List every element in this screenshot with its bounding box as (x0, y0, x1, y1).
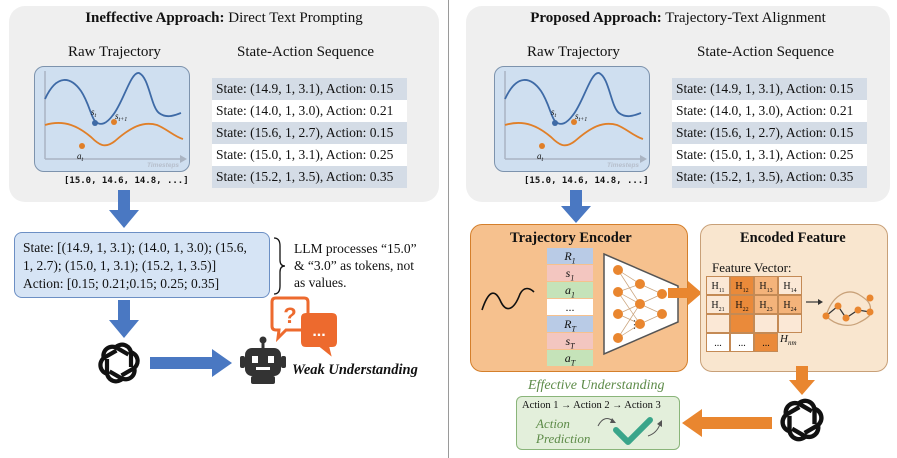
right-action-curve (504, 122, 644, 147)
left-seq-row: State: (14.0, 1, 3.0), Action: 0.21 (212, 100, 407, 122)
left-label-st1: st+1 (115, 111, 127, 123)
right-title: Proposed Approach: Trajectory-Text Align… (530, 10, 826, 26)
left-seq-row: State: (15.2, 1, 3.5), Action: 0.35 (212, 166, 407, 188)
action-chain: Action 1 → Action 2 → Action 3 (522, 400, 661, 411)
fv-cell: H23 (754, 295, 778, 314)
feature-down-arrow (789, 366, 815, 395)
trajectory-encoder-title: Trajectory Encoder (510, 230, 632, 246)
svg-text:Timesteps: Timesteps (607, 162, 639, 169)
fv-cell (730, 314, 754, 333)
fv-cell (706, 314, 730, 333)
right-state-action-label: State-Action Sequence (697, 44, 835, 60)
right-state-curve (504, 72, 642, 125)
fv-cell: ... (730, 333, 754, 352)
question-bubble-icon: ? ... (270, 296, 337, 357)
right-raw-trajectory-label: Raw Trajectory (527, 44, 620, 60)
left-state-curve (44, 72, 182, 125)
right-seq-row: State: (15.6, 1, 2.7), Action: 0.15 (672, 122, 867, 144)
weak-understanding-label: Weak Understanding (292, 362, 418, 378)
right-trajectory-plot: st st+1 at Timesteps (504, 71, 647, 169)
token-ellipsis: ... (547, 299, 593, 315)
svg-text:⋮: ⋮ (629, 318, 640, 331)
llm-to-prediction-arrow (682, 409, 772, 437)
token-a1: a1 (547, 282, 593, 299)
left-point-at (79, 143, 85, 149)
right-raw-trajectory-chart: st st+1 at Timesteps (494, 66, 650, 172)
left-trajectory-plot: st st+1 at Timesteps (44, 71, 187, 169)
fv-cell (754, 314, 778, 333)
encoder-input-wave (481, 287, 535, 311)
fv-cell: H11 (706, 276, 730, 295)
right-seq-row: State: (14.9, 1, 3.1), Action: 0.15 (672, 78, 867, 100)
svg-text:...: ... (312, 323, 325, 340)
right-seq-row: State: (15.2, 1, 3.5), Action: 0.35 (672, 166, 867, 188)
fv-last-cell-label: Hnm (780, 333, 797, 348)
left-label-st: st (91, 107, 97, 119)
left-seq-row: State: (14.9, 1, 3.1), Action: 0.15 (212, 78, 407, 100)
token-r1: R1 (547, 248, 593, 265)
left-chart-caption: [15.0, 14.6, 14.8, ...] (64, 176, 189, 186)
token-s1: s1 (547, 265, 593, 282)
svg-text:?: ? (283, 303, 296, 328)
neural-network-icon: ⋮ (603, 252, 679, 356)
left-label-timesteps: Timesteps (147, 162, 179, 169)
openai-logo-icon (98, 342, 140, 384)
left-label-at: at (77, 151, 84, 163)
feature-graph-icon (806, 291, 874, 327)
prompt-line: State: [(14.9, 1, 3.1); (14.0, 1, 3.0); … (23, 240, 247, 255)
fv-cell (778, 314, 802, 333)
left-raw-trajectory-label: Raw Trajectory (68, 44, 161, 60)
right-seq-row: State: (15.0, 1, 3.1), Action: 0.25 (672, 144, 867, 166)
encoder-to-feature-arrow (668, 281, 702, 305)
fv-cell: H22 (730, 295, 754, 314)
prompt-line: 1, 2.7); (15.0, 1, 3.1); (15.2, 1, 3.5)] (23, 258, 217, 273)
right-seq-row: State: (14.0, 1, 3.0), Action: 0.21 (672, 100, 867, 122)
fv-cell: ... (706, 333, 730, 352)
svg-text:at: at (537, 151, 544, 163)
action-prediction-label: Action Prediction (536, 416, 591, 446)
center-divider (448, 0, 449, 458)
checkmark-icon (597, 417, 662, 445)
fv-cell: H24 (778, 295, 802, 314)
feature-vector-label: Feature Vector: (712, 260, 792, 275)
left-action-curve (44, 122, 184, 147)
left-down-arrow-2 (109, 300, 139, 338)
left-point-st1 (111, 119, 117, 125)
svg-text:st: st (551, 107, 557, 119)
effective-understanding-label: Effective Understanding (528, 378, 665, 393)
prompt-line: Action: [0.15; 0.21;0.15; 0.25; 0.35] (23, 276, 220, 291)
svg-text:st+1: st+1 (575, 111, 587, 123)
fv-cell: H21 (706, 295, 730, 314)
token-sT: sT (547, 333, 593, 350)
action-prediction-box (516, 396, 680, 450)
left-right-arrow (150, 349, 232, 377)
token-aT: aT (547, 350, 593, 367)
right-down-arrow (561, 190, 591, 223)
fv-cell: H13 (754, 276, 778, 295)
token-column: R1 s1 a1 ... RT sT aT (547, 248, 593, 367)
left-raw-trajectory-chart: st st+1 at Timesteps (34, 66, 190, 172)
robot-icon (240, 336, 286, 384)
openai-logo-icon (780, 398, 824, 442)
left-seq-row: State: (15.0, 1, 3.1), Action: 0.25 (212, 144, 407, 166)
feature-vector-grid: H11 H12 H13 H14 H21 H22 H23 H24 ... ... … (706, 276, 806, 352)
fv-cell: ... (754, 333, 778, 352)
fv-cell: H12 (730, 276, 754, 295)
right-chart-caption: [15.0, 14.6, 14.8, ...] (524, 176, 649, 186)
encoded-feature-title: Encoded Feature (740, 230, 846, 246)
fv-cell: H14 (778, 276, 802, 295)
left-title: Ineffective Approach: Direct Text Prompt… (85, 10, 363, 26)
left-seq-row: State: (15.6, 1, 2.7), Action: 0.15 (212, 122, 407, 144)
right-sequence-table: State: (14.9, 1, 3.1), Action: 0.15 Stat… (672, 78, 867, 188)
left-down-arrow-1 (109, 190, 139, 228)
left-prompt-box: State: [(14.9, 1, 3.1); (14.0, 1, 3.0); … (14, 232, 270, 298)
token-rT: RT (547, 316, 593, 333)
left-llm-note: LLM processes “15.0” & “3.0” as tokens, … (294, 241, 417, 290)
left-state-action-label: State-Action Sequence (237, 44, 375, 60)
left-sequence-table: State: (14.9, 1, 3.1), Action: 0.15 Stat… (212, 78, 407, 188)
left-brace (273, 237, 286, 295)
left-point-st (92, 120, 98, 126)
